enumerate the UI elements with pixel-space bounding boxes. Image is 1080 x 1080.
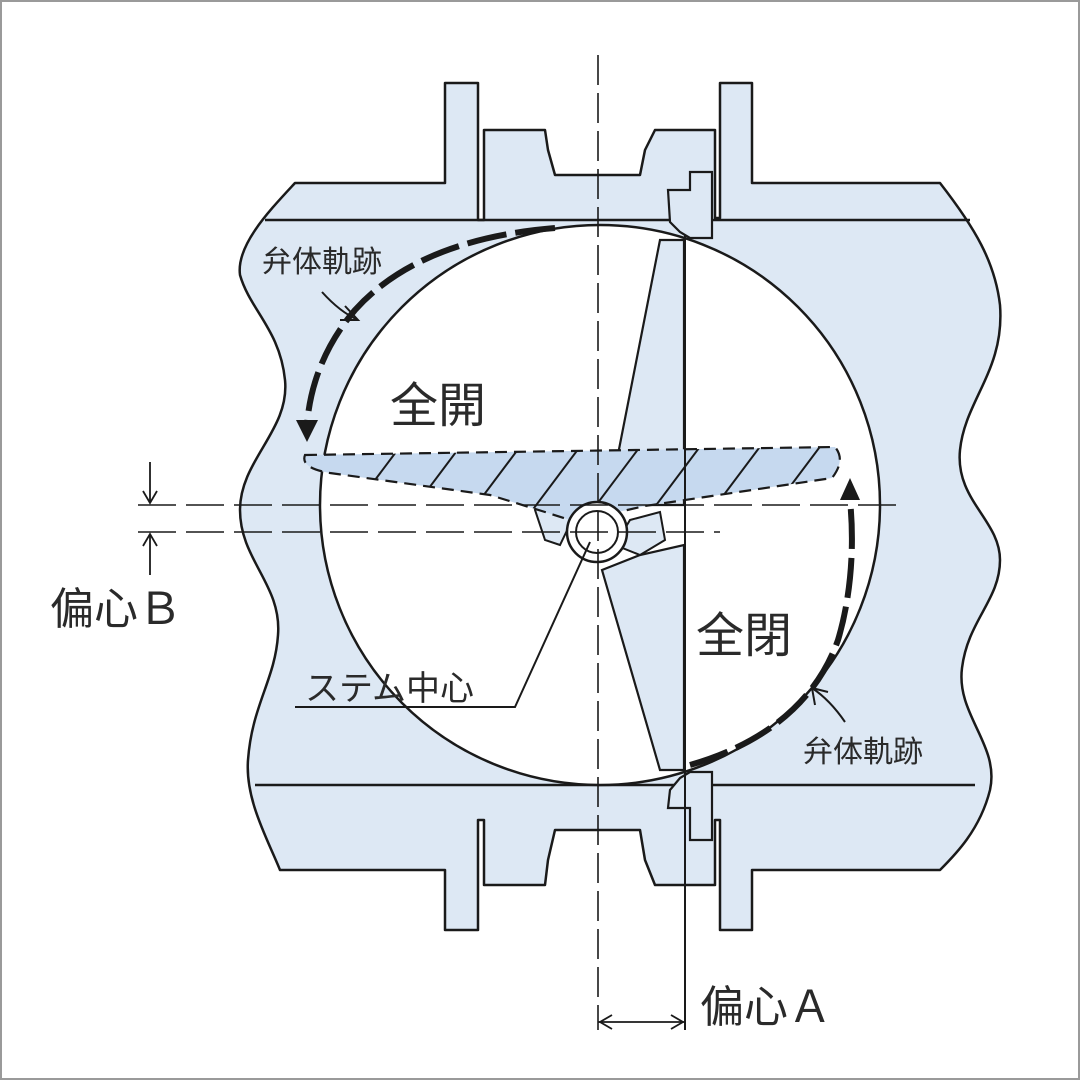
trajectory-label-upper: 弁体軌跡 (262, 245, 382, 280)
stem-center-leader (295, 541, 591, 708)
trajectory-callout-open-head (340, 305, 361, 321)
trajectory-callout-open (321, 291, 359, 321)
disc-open-outline (303, 445, 841, 522)
trajectory-arc-closed (689, 499, 855, 768)
seat-retainer-bottom (666, 770, 714, 842)
trajectory-callout-closed-head (810, 686, 829, 706)
trajectory-label-lower: 弁体軌跡 (803, 735, 923, 770)
disc-open-fill (304, 447, 840, 520)
full-open-label: 全開 (390, 378, 486, 434)
stem-center-label: ステム中心 (305, 669, 474, 709)
offset-a-dimension (598, 1014, 685, 1030)
seat-retainer-top (666, 170, 714, 240)
trajectory-callout-closed (811, 687, 846, 723)
disc-closed-upper-blade (610, 238, 686, 507)
trajectory-arc-open (304, 225, 556, 426)
full-closed-label: 全閉 (696, 608, 792, 664)
offset-b-label: 偏心Ｂ (50, 584, 182, 635)
trajectory-arrow-open (296, 420, 318, 442)
offset-a-label: 偏心Ａ (700, 982, 832, 1033)
trajectory-arrow-closed (840, 478, 860, 500)
offset-b-dimension (142, 462, 158, 575)
